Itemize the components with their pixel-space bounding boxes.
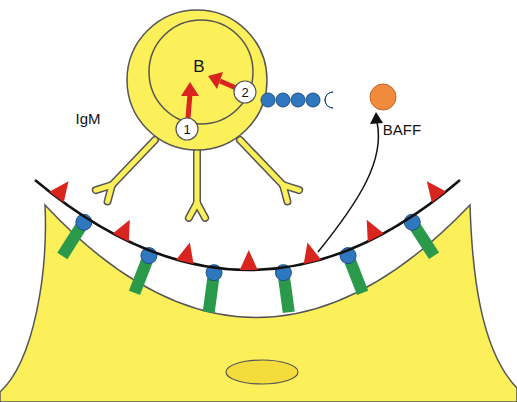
igm-stem bbox=[193, 150, 201, 203]
igm-stem bbox=[240, 140, 283, 185]
callout-circle bbox=[234, 81, 256, 103]
node-label: BAFF bbox=[383, 122, 421, 137]
b-cell-nucleus bbox=[149, 20, 253, 124]
signal-arrow bbox=[220, 81, 236, 88]
receptor-bead bbox=[276, 93, 290, 107]
signal-arrow bbox=[188, 94, 190, 118]
antigen-triangle bbox=[367, 220, 384, 242]
igm-stem bbox=[112, 140, 155, 185]
antigen-triangle bbox=[427, 181, 446, 202]
igm-arm bbox=[197, 203, 205, 218]
igm-arm bbox=[197, 203, 205, 218]
antigen-triangle bbox=[240, 250, 258, 270]
antigen-triangle bbox=[304, 243, 321, 265]
receptor-stalk bbox=[350, 261, 362, 293]
antigen-surface bbox=[35, 180, 460, 270]
node-label: B bbox=[193, 58, 204, 75]
receptor-binding-site bbox=[325, 92, 333, 108]
baff-circle bbox=[370, 84, 396, 110]
receptor-bead bbox=[306, 93, 320, 107]
antibody-label: IgM bbox=[75, 111, 100, 126]
signal-arrow-head bbox=[208, 72, 223, 89]
igm-stem bbox=[112, 140, 155, 185]
igm-stem bbox=[195, 150, 200, 203]
callout-number: 2 bbox=[241, 86, 248, 99]
igm-arm bbox=[283, 185, 299, 190]
cell-nucleus bbox=[226, 360, 298, 384]
baff-molecule: BAFF bbox=[368, 82, 428, 142]
arrow-head bbox=[370, 112, 383, 124]
receptor-stalk bbox=[284, 279, 289, 313]
callout-number: 1 bbox=[183, 123, 190, 136]
igm-arm bbox=[108, 185, 112, 201]
antigen-triangle bbox=[49, 181, 68, 202]
antigen-triangle bbox=[176, 243, 193, 265]
callout-circle bbox=[176, 118, 198, 140]
receptor-bead bbox=[261, 93, 275, 107]
receptor-stalk bbox=[416, 227, 435, 256]
receptor-stalk bbox=[134, 261, 146, 293]
signal-arrow-head bbox=[181, 82, 199, 96]
receptor-bead bbox=[291, 93, 305, 107]
stromal-cell bbox=[0, 205, 517, 402]
b-cell-membrane bbox=[127, 10, 267, 150]
antigen-triangle bbox=[113, 220, 130, 242]
receptor-stalk bbox=[62, 227, 80, 256]
igm-stem bbox=[240, 140, 283, 185]
receptor-stalk bbox=[209, 279, 214, 313]
